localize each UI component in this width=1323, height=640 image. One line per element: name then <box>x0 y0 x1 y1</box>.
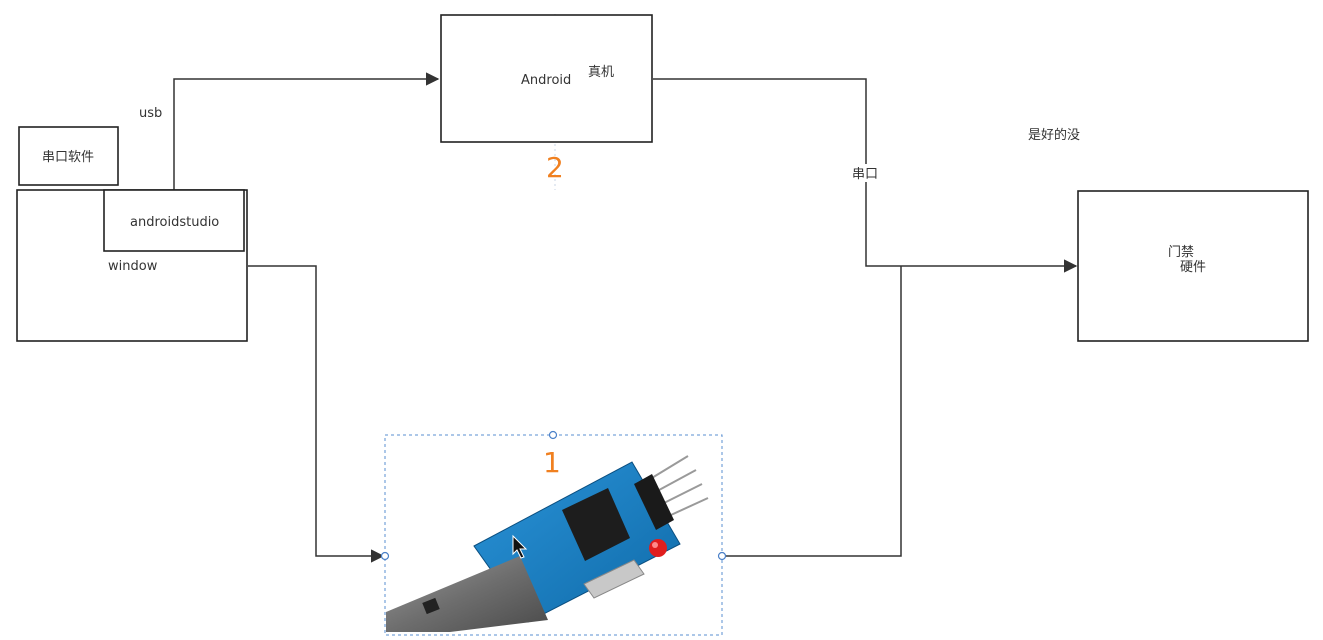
red-led-icon <box>649 539 667 557</box>
usb-edge-label: usb <box>139 106 162 121</box>
annotation-note: 是好的没 <box>1028 127 1080 143</box>
serial-edge-label-bg <box>850 164 882 182</box>
ic-chip-shape <box>562 488 630 561</box>
android-device-suffix: 真机 <box>588 65 614 80</box>
left-resize-handle[interactable] <box>380 551 390 561</box>
door-hardware-node[interactable] <box>1077 190 1309 342</box>
step-marker-1: 1 <box>543 446 561 479</box>
serial-software-label: 串口软件 <box>42 150 94 165</box>
adapter-to-door-connector[interactable] <box>724 266 902 557</box>
right-resize-handle[interactable] <box>717 551 727 561</box>
top-resize-handle[interactable] <box>548 430 558 440</box>
header-block-shape <box>634 474 674 530</box>
window-to-adapter-connector[interactable] <box>248 265 385 563</box>
androidstudio-label: androidstudio <box>130 215 219 230</box>
usb-connector[interactable] <box>173 72 440 190</box>
android-label: Android <box>521 73 571 88</box>
door-label-line1: 门禁 <box>1168 245 1194 260</box>
serial-edge-label: 串口 <box>852 167 878 182</box>
mouse-cursor-icon <box>512 534 528 559</box>
androidstudio-node[interactable] <box>103 189 245 252</box>
android-device-node[interactable] <box>440 14 653 143</box>
crystal-shape <box>583 559 645 599</box>
usb-plug-shape <box>386 556 548 632</box>
serial-software-node[interactable] <box>18 126 119 186</box>
usb-plug-hole <box>422 597 440 615</box>
step-marker-2: 2 <box>546 151 564 184</box>
door-label-line2: 硬件 <box>1180 260 1206 275</box>
window-label: window <box>108 259 158 274</box>
usb-serial-adapter-image[interactable] <box>386 455 709 632</box>
